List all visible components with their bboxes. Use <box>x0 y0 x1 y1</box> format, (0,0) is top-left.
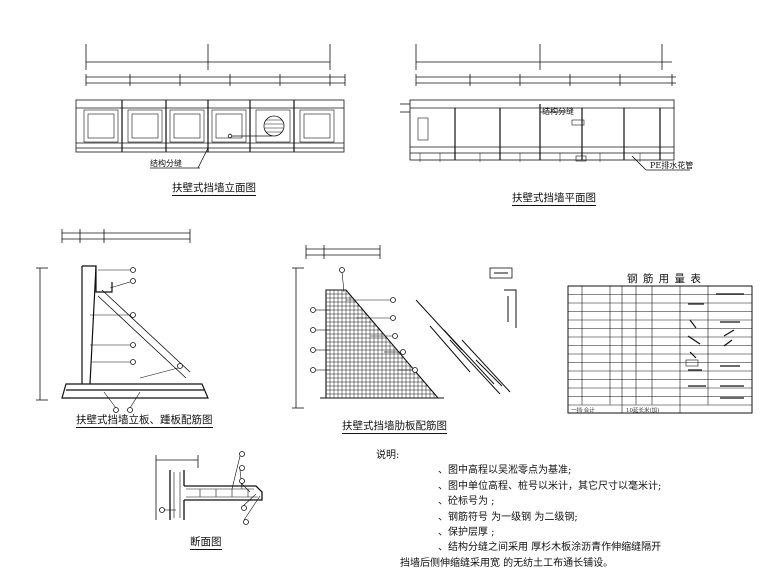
callout-joint-plan: 结构分缝 <box>542 107 574 116</box>
buttress-rebar-leaders <box>316 271 412 371</box>
section-detail <box>155 451 263 525</box>
wall-heel-slab <box>61 383 209 399</box>
elevation-tag <box>227 133 233 139</box>
rebar-stirrup-sketch <box>685 359 699 367</box>
section-leaders <box>164 455 261 521</box>
buttress-rebar-tags <box>310 267 418 373</box>
caption-plan: 扶壁式挡墙平面图 <box>512 192 596 206</box>
notes-line-3: 、砼标号为 ; <box>438 496 495 508</box>
buttress-mesh <box>326 290 435 398</box>
rebar-shape-sketch <box>687 335 701 345</box>
notes-line-5: 、保护层厚 ; <box>438 527 495 539</box>
drain-opening-circle <box>263 115 285 137</box>
rebar-shape-sketch <box>723 329 735 337</box>
wall-rebar-top-dims <box>61 229 191 243</box>
wall-buttress-outline <box>97 289 191 379</box>
notes-heading: 说明: <box>376 450 400 461</box>
elevation-panels <box>83 109 335 143</box>
section-wall <box>169 470 263 520</box>
buttress-rebar-view <box>292 245 444 409</box>
plan-wall-outline <box>400 99 675 161</box>
plan-toe-ticks <box>419 153 641 162</box>
rebar-shape-sketch <box>689 351 697 359</box>
plan-view <box>400 44 690 171</box>
rebar-shape-sketch <box>689 319 697 329</box>
notes-line-1: 、图中高程以吴淞零点为基准; <box>438 465 572 477</box>
rebar-shape-sketch <box>723 339 733 347</box>
joint-leader-elevation <box>197 147 209 169</box>
caption-buttress-rebar: 扶壁式挡墙肋板配筋图 <box>342 420 447 434</box>
wall-stem <box>81 265 113 385</box>
elevation-hatch <box>265 119 283 133</box>
wall-rebar-tags <box>113 267 183 413</box>
notes-line-6: 、结构分缝之间采用 厚杉木板涂沥青作伸缩缝隔开 <box>438 542 662 554</box>
notes-line-4: 、钢筋符号 为一级钢 为二级钢; <box>438 511 578 523</box>
plan-dimension-lines <box>415 44 676 86</box>
notes-block: 说明: 、图中高程以吴淞零点为基准; 、图中单位高程、桩号以米计，其它尺寸以毫米… <box>376 448 776 571</box>
elevation-dimension-lines <box>85 44 346 86</box>
rebar-table-total-label: 一挡·合计 <box>571 408 595 414</box>
plan-buttresses <box>454 104 661 160</box>
caption-wall-rebar: 扶壁式挡墙立板、踵板配筋图 <box>76 414 213 428</box>
caption-section: 断面图 <box>190 536 222 550</box>
section-dims <box>155 455 199 520</box>
wall-rebar-view <box>36 229 209 413</box>
plan-openings <box>417 117 587 162</box>
caption-elevation: 扶壁式挡墙立面图 <box>172 182 256 196</box>
rebar-table-title: 钢 筋 用 量 表 <box>627 273 702 285</box>
wall-rebar-side-dims <box>36 267 48 401</box>
elevation-joints <box>121 100 295 152</box>
section-tags <box>159 451 249 525</box>
wall-rebar-leaders <box>90 269 179 409</box>
buttress-side-dims <box>292 267 304 409</box>
callout-joint-elevation: 结构分缝 <box>150 159 182 168</box>
rebar-shape-details <box>415 267 517 395</box>
rebar-table <box>567 285 753 414</box>
rebar-table-border <box>567 285 753 414</box>
callout-drain-pipe: PE排水花管 <box>650 161 694 170</box>
buttress-top-dims <box>305 245 381 259</box>
elevation-view <box>75 44 346 169</box>
drain-pipe-leader <box>631 155 647 171</box>
notes-line-7: 挡墙后侧伸缩缝采用宽 的无纺土工布通长铺设。 <box>400 557 614 569</box>
rebar-table-total-value: 10延长米(加) <box>626 408 660 414</box>
notes-line-2: 、图中单位高程、桩号以米计，其它尺寸以毫米计; <box>438 480 662 492</box>
section-rebar <box>173 472 258 518</box>
elevation-wall-outline <box>75 99 345 153</box>
